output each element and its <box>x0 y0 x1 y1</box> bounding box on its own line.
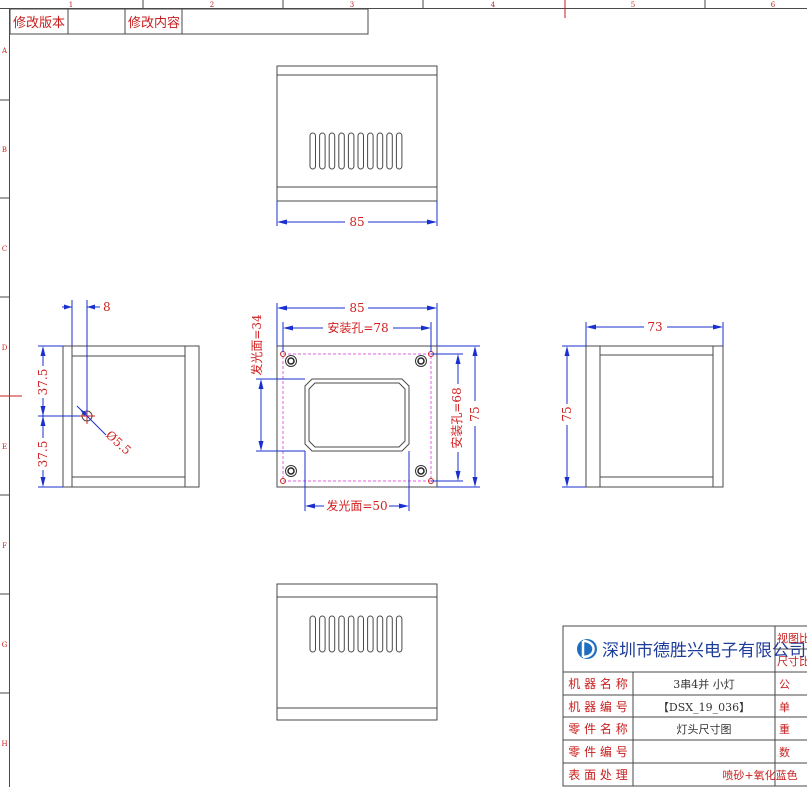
dimension-hole-diameter: Ø5.5 <box>76 405 134 458</box>
row-label: G <box>2 641 8 649</box>
dimension-label: 安装孔=68 <box>449 387 464 448</box>
title-row: 零 件 编 号 数 <box>568 744 790 759</box>
vent-slot <box>376 615 384 653</box>
vent-slots <box>309 615 403 653</box>
dimension-front-height: 75 <box>437 345 482 488</box>
vent-slot <box>338 615 345 653</box>
dimension-top-width: 85 <box>276 201 438 229</box>
vent-slot <box>319 615 326 653</box>
vent-slot <box>357 132 364 170</box>
row-labels: A B C D E F G H <box>1 47 8 748</box>
vent-slot <box>319 132 326 170</box>
left-view <box>62 345 200 488</box>
dimension-label: Ø5.5 <box>103 428 134 458</box>
bottom-view <box>276 583 438 721</box>
revision-content-label: 修改内容 <box>128 15 180 31</box>
vent-slot <box>347 132 355 170</box>
row-label: C <box>2 245 7 253</box>
title-row: 机 器 编 号 【DSX_19_036】 单 <box>568 699 790 714</box>
vent-slot <box>395 132 403 170</box>
col-label: 4 <box>491 1 496 9</box>
title-row: 零 件 名 称 灯头尺寸图 重 <box>568 721 790 736</box>
dimension-label: 85 <box>349 301 364 315</box>
company-logo-icon <box>577 639 597 659</box>
front-view <box>276 345 438 488</box>
vent-slot <box>328 615 336 653</box>
row-label: B <box>2 146 7 154</box>
vent-slot <box>376 132 384 170</box>
mount-hole <box>415 465 434 484</box>
title-row: 表 面 处 理 喷砂+氧化蓝色 <box>568 768 797 782</box>
vent-slot <box>328 132 336 170</box>
vent-slot <box>395 615 403 653</box>
row-label: 零 件 名 称 <box>568 721 627 736</box>
top-view <box>276 65 438 202</box>
dimension-label: 发光面=34 <box>249 314 264 376</box>
vent-slot <box>309 615 316 653</box>
mount-holes <box>280 351 434 484</box>
vent-slot <box>386 132 393 170</box>
row-label: D <box>2 344 8 352</box>
dimension-label: 85 <box>349 215 364 229</box>
dimension-front-mount-height: 安装孔=68 <box>431 353 464 482</box>
dimension-left-offset: 8 <box>62 300 111 412</box>
company-name: 深圳市德胜兴电子有限公司 <box>602 641 806 661</box>
dimension-right-height: 75 <box>560 345 586 488</box>
row-value: 喷砂+氧化蓝色 <box>722 768 797 782</box>
row-value: 灯头尺寸图 <box>677 722 732 736</box>
dimension-label: 37.5 <box>36 369 50 396</box>
mount-hole <box>280 465 297 484</box>
dimension-front-width: 85 <box>276 301 438 346</box>
dimension-label: 37.5 <box>36 441 50 468</box>
col-label: 1 <box>69 1 73 9</box>
row-label: H <box>1 740 7 748</box>
title-block: 深圳市德胜兴电子有限公司 视图比 尺寸比 机 器 名 称 3串4并 小灯 公 机… <box>562 625 807 787</box>
row-label: 机 器 名 称 <box>568 676 627 691</box>
col-label: 6 <box>771 1 776 9</box>
vent-slot <box>386 615 393 653</box>
row-label: E <box>2 443 7 451</box>
dimension-front-emit-width: 发光面=50 <box>304 451 410 513</box>
dimension-label: 75 <box>468 406 482 421</box>
vent-slot <box>367 615 374 653</box>
dimension-label: 73 <box>647 320 662 334</box>
vent-slot <box>367 132 374 170</box>
col-label: 2 <box>210 1 214 9</box>
row-label: 零 件 编 号 <box>568 744 627 759</box>
row-label: 机 器 编 号 <box>568 699 627 714</box>
row-right: 重 <box>779 722 790 736</box>
dimension-right-width: 73 <box>585 320 724 346</box>
dimension-front-emit-height: 发光面=34 <box>249 314 305 452</box>
column-labels: 1 2 3 4 5 6 <box>69 1 776 9</box>
vent-slot <box>347 615 355 653</box>
view-scale-label: 视图比 <box>777 631 807 645</box>
row-label: 表 面 处 理 <box>568 768 627 782</box>
revision-version-label: 修改版本 <box>13 16 65 31</box>
dimension-front-mount-width: 安装孔=78 <box>282 320 432 352</box>
dimension-label: 发光面=50 <box>326 498 387 513</box>
vent-slot <box>338 132 345 170</box>
row-right: 公 <box>779 678 790 691</box>
row-value: 3串4并 小灯 <box>673 677 735 691</box>
dimension-label: 75 <box>560 406 574 421</box>
vent-slots <box>309 132 403 170</box>
col-label: 5 <box>631 1 635 9</box>
vent-slot <box>309 132 316 170</box>
row-value: 【DSX_19_036】 <box>658 701 750 714</box>
title-row: 机 器 名 称 3串4并 小灯 公 <box>568 676 790 691</box>
dimension-label: 8 <box>103 300 111 314</box>
col-label: 3 <box>350 1 354 9</box>
row-label: F <box>2 542 7 550</box>
row-right: 数 <box>779 746 790 759</box>
vent-slot <box>357 615 364 653</box>
revision-table: 修改版本 修改内容 <box>9 8 369 35</box>
dimension-label: 安装孔=78 <box>327 320 388 335</box>
size-scale-label: 尺寸比 <box>777 654 807 668</box>
row-right: 单 <box>779 701 790 714</box>
row-label: A <box>1 47 8 55</box>
dimension-left-halves: 37.5 37.5 <box>36 345 80 488</box>
right-view <box>585 345 724 488</box>
